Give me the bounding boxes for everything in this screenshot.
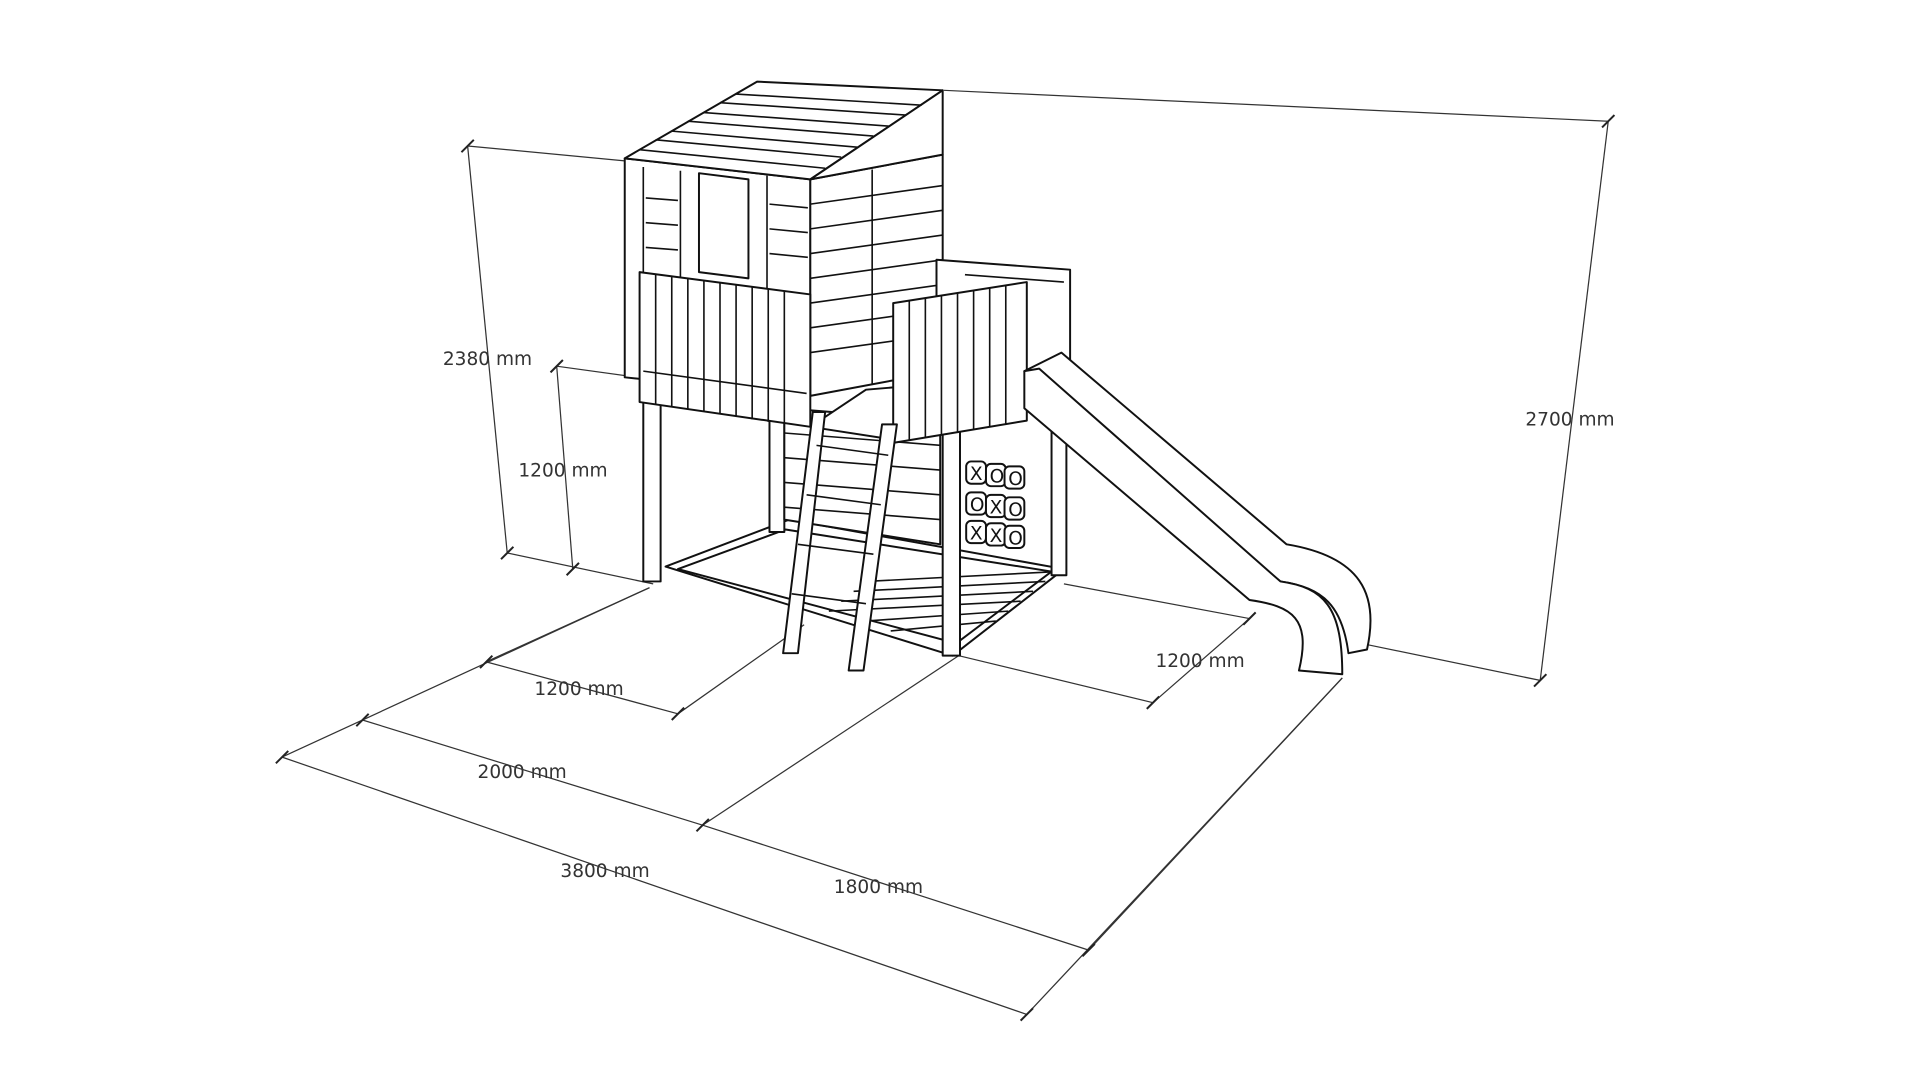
ttt-cell: X [990,526,1003,547]
ttt-cell: O [970,495,985,516]
dimension-lines [275,89,1616,1022]
ttt-cell: O [1008,469,1023,490]
playhouse: X O O O X O X X O [623,80,1372,676]
ttt-cell: O [1008,528,1023,549]
label-tower-width: 2000 mm [478,762,567,783]
label-front-depth: 1200 mm [534,679,623,700]
tic-tac-toe-panel: X O O O X O X X O [965,460,1026,549]
label-total-height: 2700 mm [1525,410,1614,431]
slide [1023,351,1372,676]
ttt-cell: O [990,466,1005,487]
label-slide-depth: 1200 mm [1155,651,1244,672]
ttt-cell: O [1008,500,1023,521]
label-total-length: 3800 mm [560,861,649,882]
label-slide-length: 1800 mm [834,877,923,898]
ttt-cell: X [970,464,983,485]
ttt-cell: X [990,497,1003,518]
ttt-cell: X [970,523,983,544]
label-platform-height: 1200 mm [518,460,607,481]
dimension-labels: 2700 mm 2380 mm 1200 mm 1200 mm 1200 mm … [443,349,1615,898]
ladder [782,410,898,672]
label-roof-height: 2380 mm [443,349,532,370]
